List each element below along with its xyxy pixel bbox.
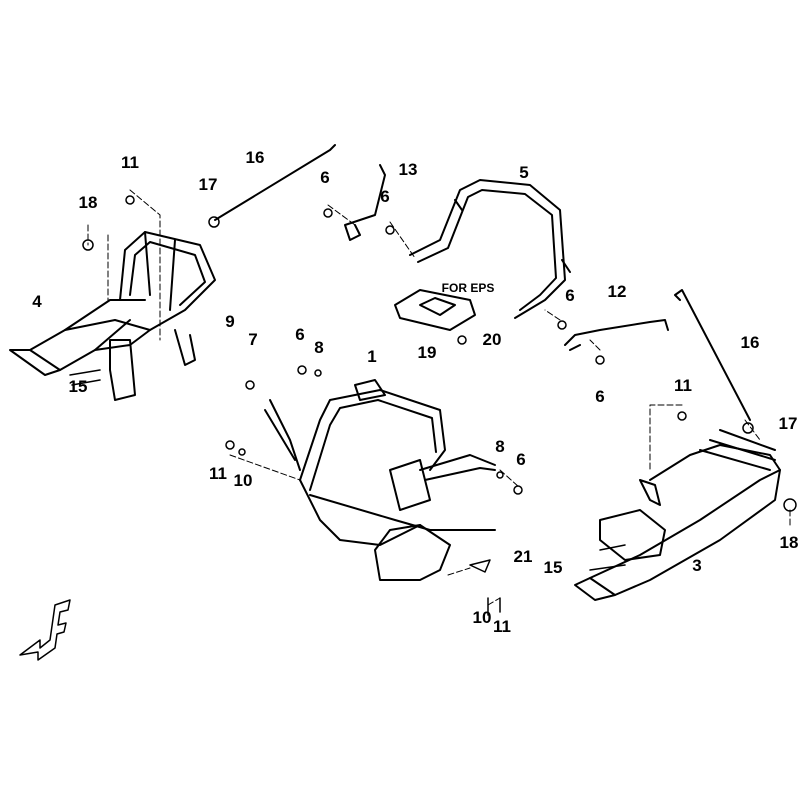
callout-8: 8	[495, 437, 505, 456]
rod-16-right	[674, 289, 751, 421]
stay-12	[564, 319, 669, 351]
callout-11: 11	[121, 153, 139, 172]
for-eps-note: FOR EPS	[441, 281, 495, 295]
upper-bar	[409, 179, 571, 319]
callout-10: 10	[472, 608, 492, 627]
callout-6: 6	[516, 450, 526, 469]
callout-8: 8	[314, 338, 324, 357]
rear-carrier-right	[574, 429, 781, 601]
fasteners	[69, 195, 797, 616]
callout-13: 13	[398, 160, 418, 179]
bracket-13	[344, 164, 386, 241]
callout-6: 6	[595, 387, 605, 406]
callout-18: 18	[78, 193, 98, 212]
callout-11: 11	[674, 376, 692, 395]
rear-carrier-left	[9, 231, 216, 401]
callout-3: 3	[692, 556, 702, 575]
callout-19: 19	[417, 343, 437, 362]
eps-plate-19	[394, 289, 476, 331]
callout-20: 20	[482, 330, 502, 349]
callout-12: 12	[607, 282, 627, 301]
callout-9: 9	[225, 312, 235, 331]
callout-6: 6	[320, 168, 330, 187]
callout-7: 7	[248, 330, 258, 349]
callout-21: 21	[513, 547, 533, 566]
callout-6: 6	[565, 286, 575, 305]
front-direction-arrow-icon	[19, 599, 71, 661]
callout-15: 15	[543, 558, 563, 577]
callout-15: 15	[68, 377, 88, 396]
callout-11: 11	[493, 617, 511, 636]
callout-18: 18	[779, 533, 799, 552]
callout-16: 16	[245, 148, 265, 167]
main-frame	[264, 379, 496, 581]
callout-16: 16	[740, 333, 760, 352]
callout-11: 11	[209, 464, 227, 483]
callout-4: 4	[32, 292, 42, 311]
leader-lines	[87, 189, 791, 606]
rod-16-left	[214, 144, 336, 221]
callout-10: 10	[233, 471, 253, 490]
callout-17: 17	[198, 175, 218, 194]
callout-17: 17	[778, 414, 798, 433]
callout-1: 1	[367, 347, 377, 366]
callout-5: 5	[519, 163, 529, 182]
callout-6: 6	[380, 187, 390, 206]
callout-6: 6	[295, 325, 305, 344]
